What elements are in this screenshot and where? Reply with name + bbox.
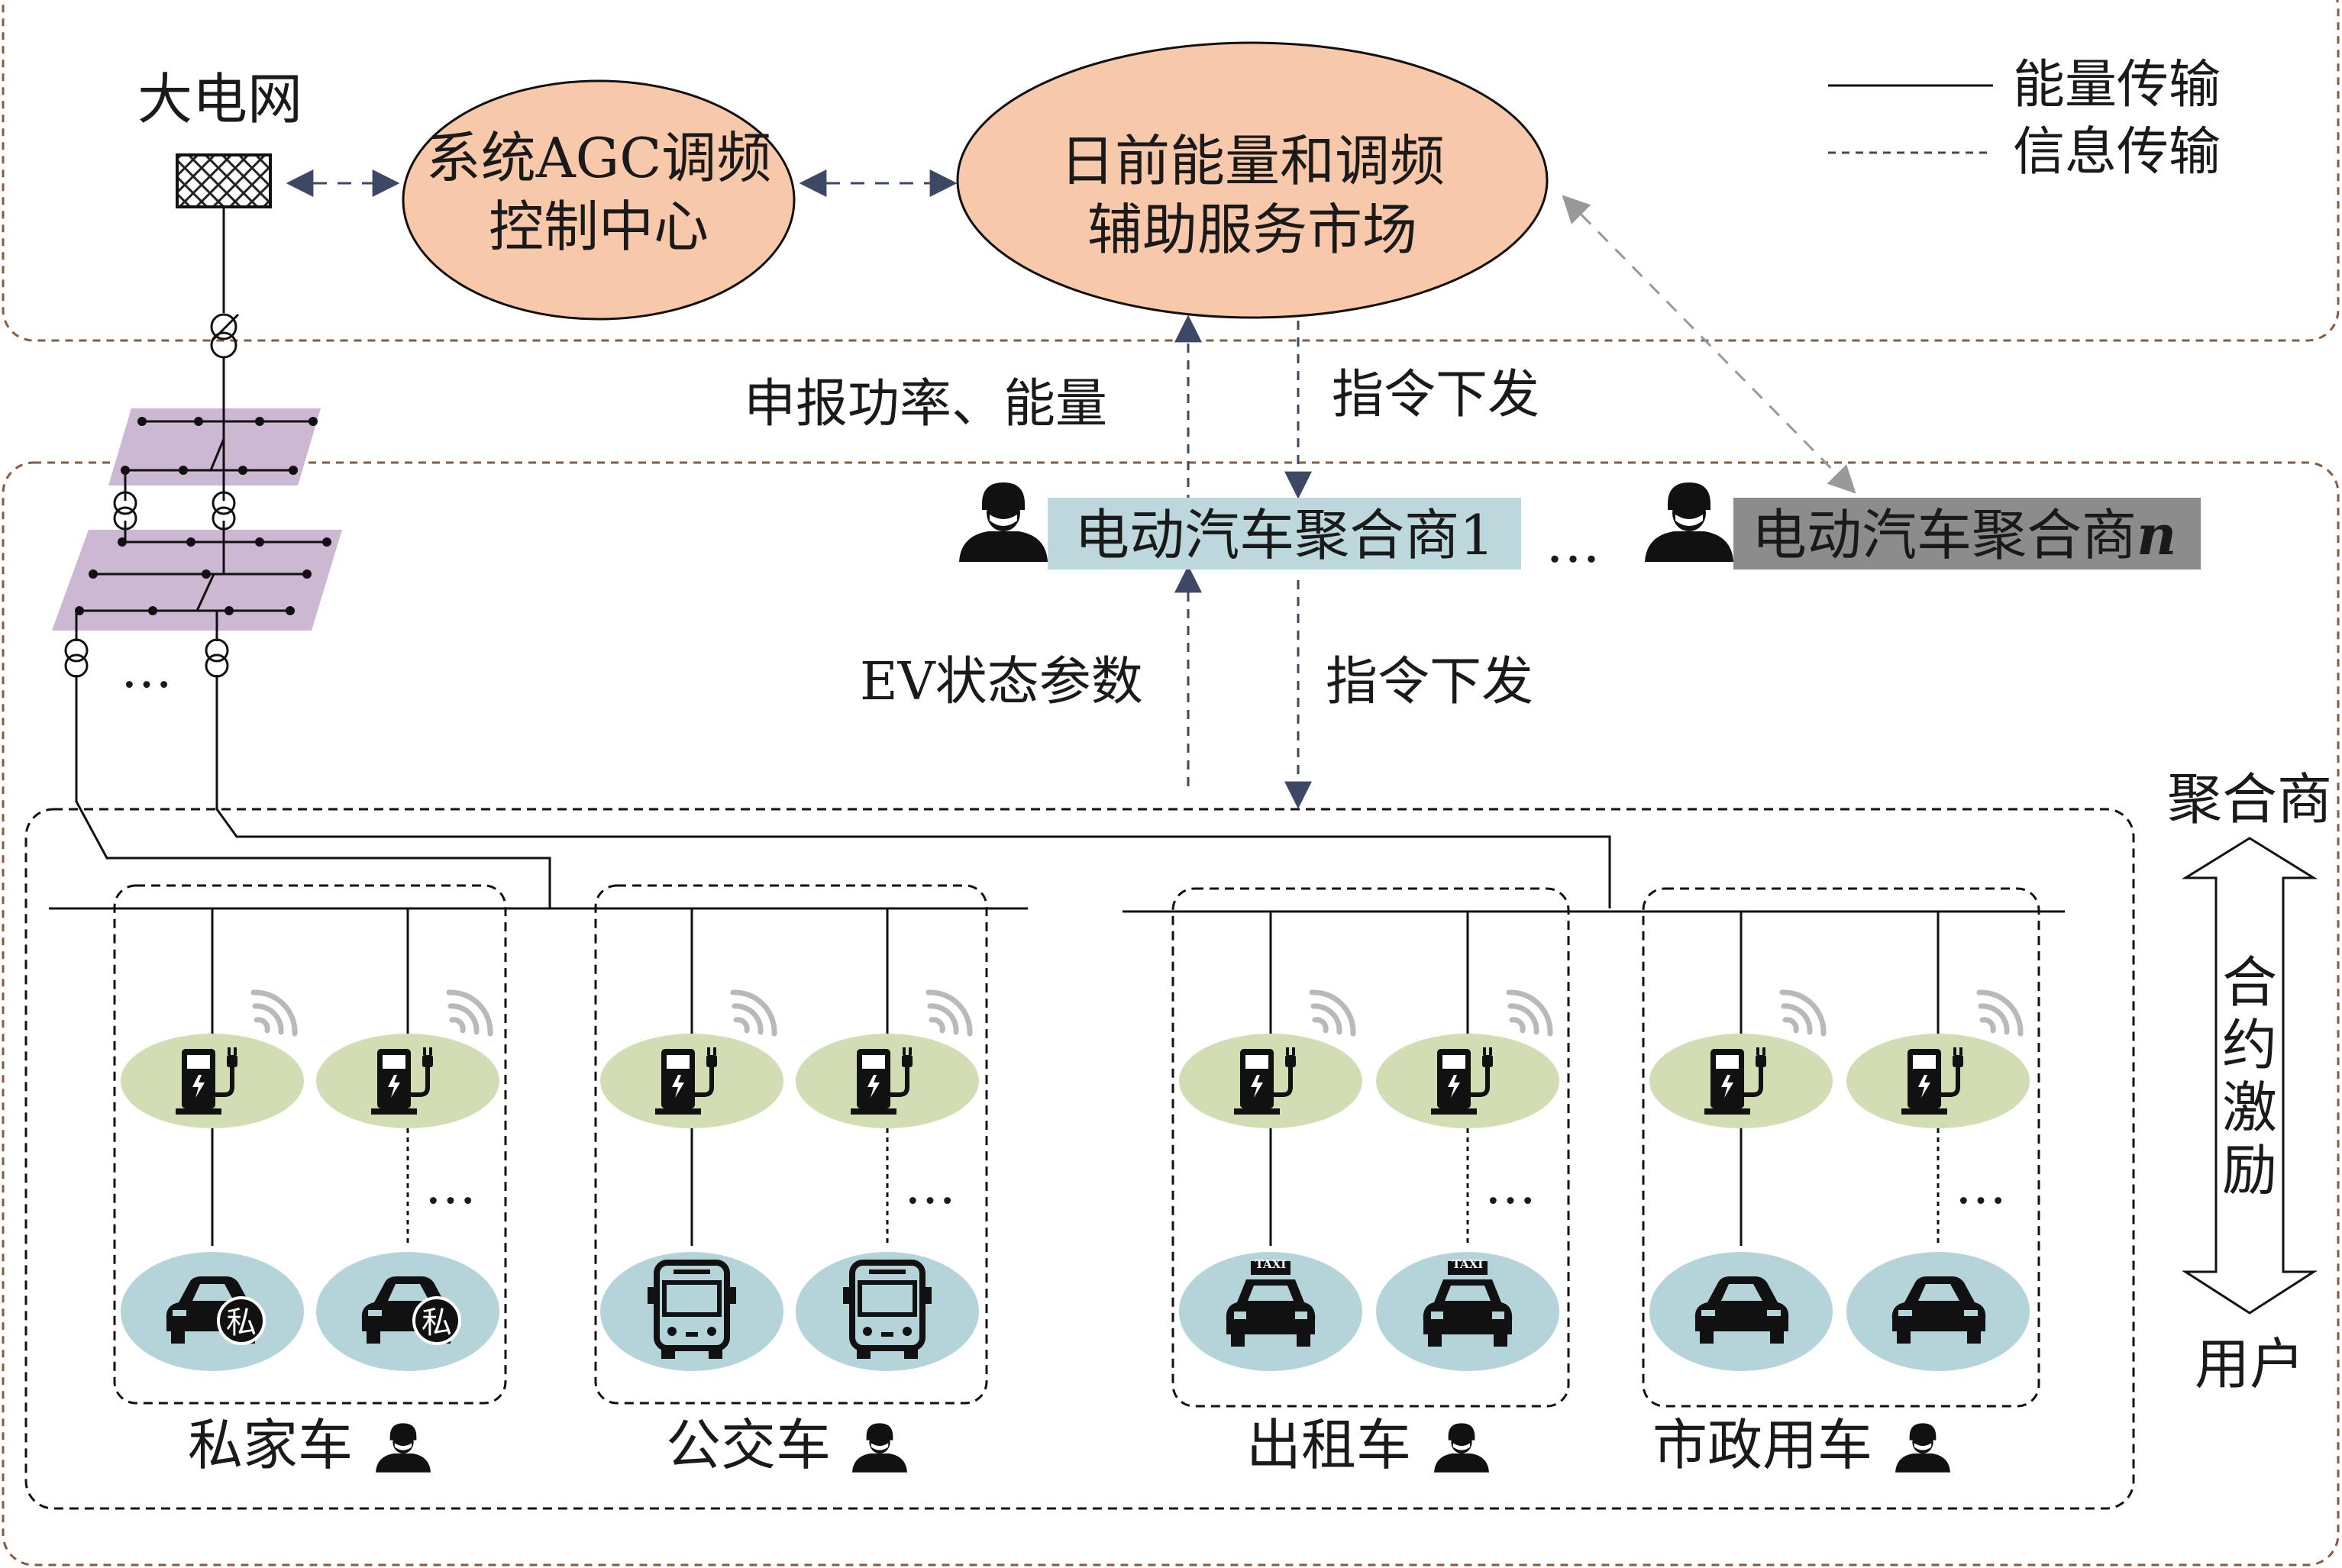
market-node	[956, 41, 1549, 319]
wireless-signal-icon	[449, 992, 490, 1034]
wireless-signal-icon	[1509, 992, 1550, 1034]
main-transformer-icon	[210, 313, 240, 359]
legend: 能量传输 信息传输	[1828, 55, 2221, 182]
side-bottom-label: 用户	[2195, 1332, 2305, 1396]
more-chargers-ellipsis: …	[425, 1156, 476, 1216]
market-label-line2: 辅助服务市场	[1087, 198, 1417, 262]
private-badge-text: 私	[226, 1305, 257, 1341]
group-border	[594, 884, 988, 1405]
market-label-line1: 日前能量和调频	[1060, 129, 1445, 193]
aggregator-n-box	[1733, 498, 2201, 569]
side-middle-2: 约	[2222, 1013, 2277, 1077]
taxi-sign-text: TAXI	[1452, 1257, 1484, 1271]
market-layer-border	[2, 0, 2340, 342]
group-label: 出租车	[1246, 1413, 1411, 1477]
private-badge	[217, 1296, 266, 1345]
user-layer-border	[24, 808, 2135, 1510]
user-person-icon	[376, 1423, 431, 1473]
agc-label-line2: 控制中心	[489, 195, 709, 259]
aggregator-n-label: 电动汽车聚合商n	[1752, 502, 2176, 567]
side-middle-4: 励	[2222, 1138, 2277, 1202]
wireless-signal-icon	[1312, 992, 1353, 1034]
more-chargers-ellipsis: …	[1955, 1156, 2007, 1216]
command-bottom-label: 指令下发	[1326, 652, 1533, 712]
aggregator1-label: 电动汽车聚合商1	[1074, 503, 1494, 567]
wireless-signal-icon	[1979, 992, 2021, 1034]
more-chargers-ellipsis: …	[904, 1156, 956, 1216]
market-aggregator-n-arrow	[1562, 195, 1856, 494]
wireless-signal-icon	[254, 992, 295, 1034]
aggregator1-person-icon	[959, 482, 1048, 562]
wireless-signal-icon	[1782, 992, 1824, 1034]
command-top-label: 指令下发	[1332, 365, 1539, 425]
group-label: 公交车	[666, 1413, 831, 1477]
vehicle-group-3: TAXI … TAXI 出租车	[1171, 887, 1570, 1477]
contract-double-arrow	[2181, 837, 2318, 1315]
aggregator-n-person-icon	[1645, 482, 1733, 562]
wireless-signal-icon	[929, 992, 970, 1034]
feeder-lines	[75, 675, 1611, 908]
vehicle-bubble	[796, 1252, 979, 1371]
side-top-label: 聚合商	[2167, 767, 2332, 831]
aggregator-ellipsis: …	[1546, 511, 1601, 575]
grid-icon	[176, 153, 272, 208]
vehicle-bubble	[600, 1252, 783, 1371]
side-middle-1: 合	[2222, 950, 2277, 1015]
group-label: 私家车	[188, 1413, 353, 1477]
group-border	[1642, 887, 2040, 1408]
grid-label: 大电网	[137, 67, 302, 131]
private-badge	[412, 1296, 461, 1345]
wireless-signal-icon	[733, 992, 774, 1034]
vehicle-group-2: … 公交车	[594, 884, 988, 1477]
feeder-ellipsis: …	[121, 640, 173, 700]
user-person-icon	[1895, 1423, 1950, 1473]
taxi-sign-text: TAXI	[1255, 1257, 1287, 1271]
legend-info-label: 信息传输	[2013, 122, 2221, 182]
user-person-icon	[852, 1423, 907, 1473]
private-badge-text: 私	[422, 1305, 452, 1341]
side-middle-3: 激	[2222, 1076, 2277, 1140]
distribution-network: …	[52, 408, 342, 700]
vehicle-group-4: … 市政用车	[1642, 887, 2040, 1477]
legend-energy-label: 能量传输	[2013, 55, 2221, 115]
aggregator1-box	[1048, 498, 1521, 569]
more-chargers-ellipsis: …	[1484, 1156, 1536, 1216]
report-label: 申报功率、能量	[744, 374, 1107, 434]
group-label: 市政用车	[1652, 1413, 1872, 1477]
agc-label-line1: 系统AGC调频	[426, 126, 772, 190]
agc-control-center	[402, 79, 796, 321]
group-border	[1171, 887, 1570, 1408]
aggregator-layer-border	[2, 461, 2340, 1566]
group-border	[113, 884, 507, 1405]
ev-status-label: EV状态参数	[860, 652, 1143, 712]
user-person-icon	[1434, 1423, 1489, 1473]
